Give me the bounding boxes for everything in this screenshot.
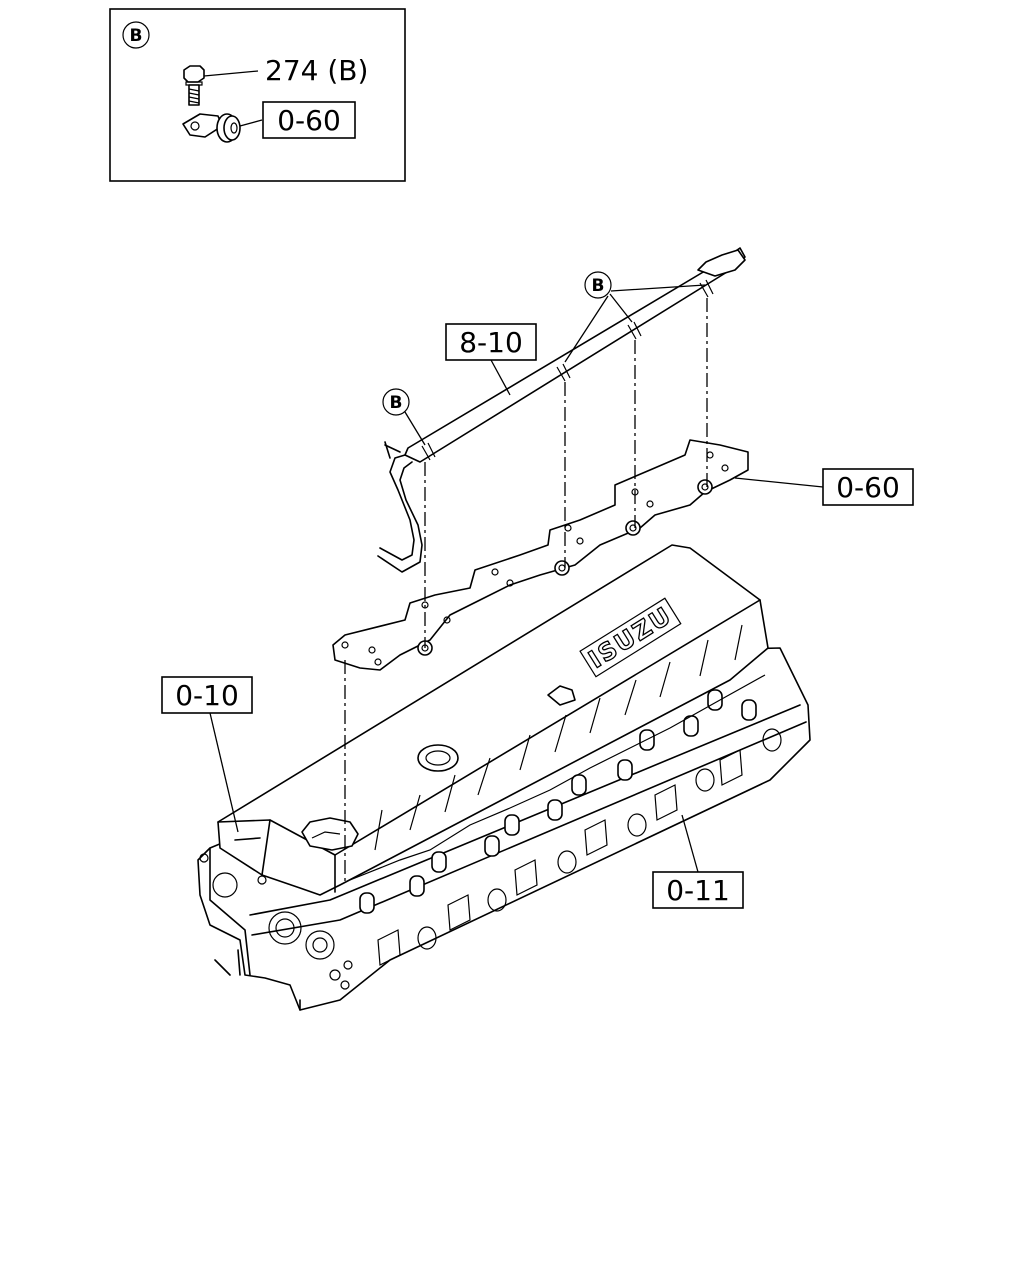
clamp-icon	[182, 113, 241, 143]
cylinder-head-callout: 0-11	[652, 814, 744, 909]
intake-ports	[377, 728, 782, 966]
clamp-label: 0-60	[277, 104, 341, 137]
alignment-lines	[344, 298, 708, 885]
cover-gasket	[332, 439, 749, 671]
detail-frame	[109, 8, 406, 182]
oil-filler-cap	[301, 817, 359, 851]
bolt-leader	[203, 70, 259, 77]
gasket-label: 0-60	[836, 471, 900, 504]
head-cover-callout: 0-10	[161, 676, 253, 833]
detail-marker-circle	[122, 21, 150, 49]
gasket-bolt-holes	[341, 451, 729, 666]
clamp-leader	[239, 119, 263, 127]
head-cover: ISUZU	[217, 544, 769, 896]
harness-label: 8-10	[459, 326, 523, 359]
detail-marker-text: B	[130, 26, 143, 46]
breather-outlet	[417, 685, 576, 772]
harness-pipe	[377, 247, 746, 573]
clamp-label-box	[262, 101, 356, 139]
valve-studs	[359, 689, 757, 914]
clip-marker-top: B	[564, 271, 706, 363]
front-end-details	[199, 853, 353, 990]
clip-marker-left: B	[382, 388, 426, 446]
bolt-icon	[183, 65, 205, 106]
svg-text:B: B	[390, 393, 403, 413]
bolt-label: 274 (B)	[265, 54, 368, 87]
cylinder-head-label: 0-11	[666, 874, 730, 907]
head-cover-label: 0-10	[175, 679, 239, 712]
svg-text:B: B	[592, 276, 605, 296]
harness-callout: 8-10	[445, 323, 537, 396]
gasket-callout: 0-60	[734, 468, 914, 506]
detail-inset: B 274 (B) 0-60	[109, 8, 406, 182]
harness-clip-bands	[421, 279, 714, 461]
cylinder-head	[197, 647, 811, 1011]
cover-ribs	[349, 624, 766, 881]
